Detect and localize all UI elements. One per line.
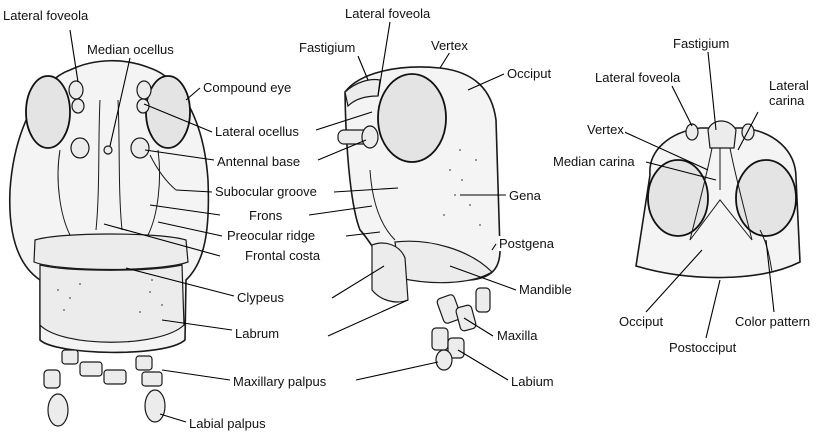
side-antennal-base-ring bbox=[362, 126, 378, 148]
front-view-drawing bbox=[10, 61, 209, 426]
dorsal-view-drawing bbox=[636, 121, 800, 278]
front-label-clypeus: Clypeus bbox=[236, 290, 285, 305]
front-labrum bbox=[40, 265, 184, 342]
dorsal-label-lateral-carina: Lateral carina bbox=[768, 78, 818, 108]
front-right-compound-eye bbox=[146, 76, 190, 148]
front-label-maxillary-palpus: Maxillary palpus bbox=[232, 374, 327, 389]
dorsal-label-occiput: Occiput bbox=[618, 314, 664, 329]
side-label-vertex: Vertex bbox=[430, 38, 469, 53]
front-label-lateral-ocellus: Lateral ocellus bbox=[214, 124, 300, 139]
dorsal-label-median-carina: Median carina bbox=[552, 154, 636, 169]
side-compound-eye bbox=[378, 74, 446, 162]
front-label-antennal-base: Antennal base bbox=[216, 154, 301, 169]
front-lateral-foveola-right bbox=[137, 81, 151, 99]
front-maxillary-palpus bbox=[62, 350, 162, 386]
dorsal-lateral-foveola-left bbox=[686, 124, 698, 140]
side-label-labium: Labium bbox=[510, 374, 555, 389]
front-clypeus bbox=[34, 234, 188, 270]
dorsal-compound-eye-left bbox=[648, 160, 708, 236]
side-label-occiput: Occiput bbox=[506, 66, 552, 81]
front-label-labrum: Labrum bbox=[234, 326, 280, 341]
front-label-lateral-foveola: Lateral foveola bbox=[2, 8, 89, 23]
front-label-preocular-ridge: Preocular ridge bbox=[226, 228, 316, 243]
dorsal-label-color-pattern: Color pattern bbox=[734, 314, 811, 329]
side-labium bbox=[432, 328, 464, 370]
dorsal-label-lateral-foveola: Lateral foveola bbox=[594, 70, 681, 85]
front-label-frontal-costa: Frontal costa bbox=[244, 248, 321, 263]
dorsal-label-vertex: Vertex bbox=[586, 122, 625, 137]
front-antennal-base-left bbox=[71, 138, 89, 158]
side-label-fastigium: Fastigium bbox=[298, 40, 356, 55]
side-label-mandible: Mandible bbox=[518, 282, 573, 297]
side-label-postgena: Postgena bbox=[498, 236, 555, 251]
front-label-labial-palpus: Labial palpus bbox=[188, 416, 267, 431]
front-label-compound-eye: Compound eye bbox=[202, 80, 292, 95]
side-label-gena: Gena bbox=[508, 188, 542, 203]
dorsal-label-postocciput: Postocciput bbox=[668, 340, 737, 355]
side-label-lateral-foveola: Lateral foveola bbox=[344, 6, 431, 21]
front-label-subocular-groove: Subocular groove bbox=[214, 184, 318, 199]
front-label-median-ocellus: Median ocellus bbox=[86, 42, 175, 57]
front-lateral-ocellus-left bbox=[72, 99, 84, 113]
front-median-ocellus bbox=[104, 146, 112, 154]
front-left-compound-eye bbox=[26, 76, 70, 148]
dorsal-label-fastigium: Fastigium bbox=[672, 36, 730, 51]
front-lateral-ocellus-right bbox=[137, 99, 149, 113]
dorsal-fastigium bbox=[708, 121, 736, 148]
front-antennal-base-right bbox=[131, 138, 149, 158]
dorsal-compound-eye-right bbox=[736, 160, 796, 236]
front-lateral-foveola-left bbox=[69, 81, 83, 99]
side-maxilla bbox=[436, 288, 490, 332]
side-view-drawing bbox=[338, 67, 500, 370]
side-label-maxilla: Maxilla bbox=[496, 328, 538, 343]
front-label-frons: Frons bbox=[248, 208, 283, 223]
